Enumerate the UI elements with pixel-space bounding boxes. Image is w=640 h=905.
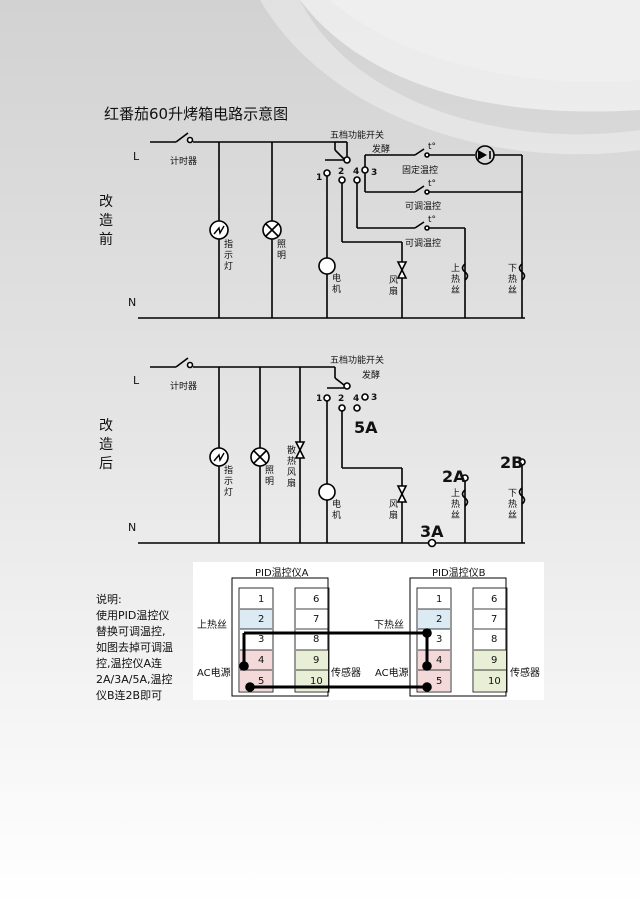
pid-a-terminal-1: 1 [258,594,265,605]
before-pos2: 2 [338,167,345,177]
pid-b-terminal-10: 10 [488,676,501,687]
pid-controller-a-title: PID温控仪A [255,568,309,579]
pid-a-terminal-7: 7 [313,614,320,625]
after-lighting-label: 照明 [265,466,275,487]
pid-b-terminal-5: 5 [436,676,443,687]
before-adj-temp-label-2: 可调温控 [405,239,442,249]
after-ferment-label: 发酵 [362,371,381,381]
before-fixed-temp-label: 固定温控 [402,166,439,176]
after-tag-5A: 5A [354,418,378,437]
after-pos3: 3 [371,393,378,403]
after-L-label: L [133,374,140,387]
pid-b-terminal-4: 4 [436,655,443,666]
after-fan-icon [396,485,408,503]
pid-b-terminal-1: 1 [436,594,443,605]
before-temp-symbol-2: t° [428,179,437,189]
pid-a-terminal-5: 5 [258,676,265,687]
before-indicator-label: 指示灯 [224,240,234,272]
before-temp-symbol-3: t° [428,215,437,225]
after-N-label: N [128,521,137,534]
after-tag-3A: 3A [420,522,444,541]
pid-ac-power-b-label: AC电源 [375,668,409,679]
notes-line: 替换可调温控, [96,625,166,638]
after-circuit [138,357,526,548]
pid-a-terminal-6: 6 [313,594,320,605]
before-pos4: 4 [353,167,360,177]
after-timer-switch [175,357,189,368]
pid-sensor-b-label: 传感器 [510,668,540,679]
notes-block: 说明: 使用PID温控仪 替换可调温控, 如图去掉可调温 控,温控仪A连 2A/… [96,592,188,704]
notes-line: 如图去掉可调温 [96,641,173,654]
pid-ac-power-a-label: AC电源 [197,668,231,679]
pid-sensor-a-label: 传感器 [331,668,361,679]
before-N-label: N [128,296,137,309]
pid-b-terminal-8: 8 [491,634,498,645]
after-motor-label: 电机 [332,500,342,521]
before-motor-label: 电机 [332,274,342,295]
after-pos4: 4 [353,394,360,404]
before-timer-switch [175,132,189,143]
after-lower-heater-icon [518,487,526,505]
pid-b-terminal-9: 9 [491,655,498,666]
after-upper-heater-icon [461,489,469,507]
before-circuit [138,132,526,319]
pid-b-terminal-6: 6 [491,594,498,605]
before-fan-icon [396,261,408,279]
pid-lower-heater-label: 下热丝 [374,620,404,631]
pid-wiring [193,562,544,700]
after-section-label: 改造后 [99,418,113,472]
pid-a-terminal-2: 2 [258,614,265,625]
page-title: 红番茄60升烤箱电路示意图 [104,105,289,123]
before-diode-icon [478,150,487,160]
pid-a-terminal-4: 4 [258,655,265,666]
after-pos1: 1 [316,394,323,404]
notes-heading: 说明: [96,593,122,606]
before-upper-heater-icon [461,263,469,281]
after-cooling-fan-label: 散热风扇 [287,446,297,489]
pid-a-terminal-10: 10 [310,676,323,687]
after-motor-icon [318,483,336,501]
after-tag-2B: 2B [500,453,524,472]
pid-a-terminal-9: 9 [313,655,320,666]
pid-controller-b-title: PID温控仪B [432,568,486,579]
notes-line: 2A/3A/5A,温控 [96,673,173,686]
before-L-label: L [133,150,140,163]
before-adj-temp-label-1: 可调温控 [405,202,442,212]
before-lighting-label: 照明 [277,240,287,261]
before-switch-title: 五档功能开关 [330,131,385,141]
pid-b-terminal-7: 7 [491,614,498,625]
before-timer-label: 计时器 [170,157,198,167]
pid-b-terminal-3: 3 [436,634,443,645]
after-indicator-label: 指示灯 [224,466,234,498]
after-tag-2A: 2A [442,467,466,486]
after-switch-title: 五档功能开关 [330,356,385,366]
pid-upper-heater-label: 上热丝 [197,620,227,631]
before-section-label: 改造前 [99,194,113,248]
notes-line: 控,温控仪A连 [96,657,163,670]
after-fan-label: 风扇 [389,500,399,521]
after-cooling-fan-icon [294,441,306,459]
after-lower-heater-label: 下热丝 [508,489,518,521]
pid-a-terminal-3: 3 [258,634,265,645]
before-temp-symbol-1: t° [428,142,437,152]
after-timer-label: 计时器 [170,382,198,392]
after-pos2: 2 [338,394,345,404]
before-fan-label: 风扇 [389,276,399,297]
before-lower-heater-label: 下热丝 [508,264,518,296]
notes-line: 仪B连2B即可 [96,689,163,702]
before-lower-heater-icon [518,263,526,281]
before-pos1: 1 [316,173,323,183]
notes-line: 使用PID温控仪 [96,609,170,622]
before-ferment-label: 发酵 [372,145,391,155]
before-pos3: 3 [371,168,378,178]
after-upper-heater-label: 上热丝 [451,489,461,521]
before-upper-heater-label: 上热丝 [451,264,461,296]
pid-a-terminal-8: 8 [313,634,320,645]
pid-b-terminal-2: 2 [436,614,443,625]
before-motor-icon [318,257,336,275]
